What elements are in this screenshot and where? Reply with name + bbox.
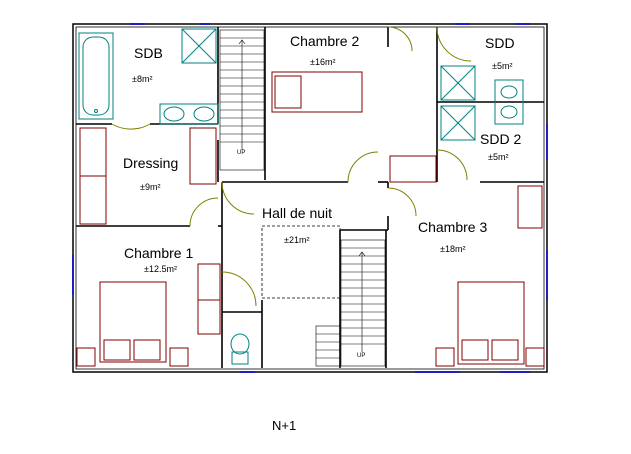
room-area-chambre-3: ±18m² [440, 244, 465, 254]
room-name-chambre-1: Chambre 1 [124, 245, 193, 261]
bed-chambre-1 [76, 281, 189, 367]
windows [72, 23, 548, 373]
door-swings [111, 26, 472, 307]
room-area-dressing: ±9m² [140, 182, 160, 192]
room-name-sdd: SDD [485, 35, 515, 51]
room-area-sdd: ±5m² [492, 61, 512, 71]
room-name-sdb: SDB [134, 45, 163, 61]
wardrobes [79, 127, 543, 335]
bed-chambre-2 [271, 71, 363, 113]
double-sink-sdb [159, 103, 219, 125]
toilet [230, 333, 250, 365]
stair-1-up-label: UP [237, 150, 245, 156]
staircase-1 [219, 29, 265, 171]
room-name-dressing: Dressing [123, 155, 178, 171]
room-name-hall: Hall de nuit [262, 205, 332, 221]
room-area-sdb: ±8m² [132, 74, 152, 84]
stair-2-up-label: UP [357, 353, 365, 359]
room-area-chambre-2: ±16m² [310, 57, 335, 67]
room-area-hall: ±21m² [284, 235, 309, 245]
exterior-walls [72, 23, 548, 373]
room-name-chambre-3: Chambre 3 [418, 219, 487, 235]
room-name-sdd-2: SDD 2 [480, 131, 521, 147]
shower-sdd [440, 65, 476, 101]
bed-chambre-3 [435, 281, 545, 367]
floor-level-label: N+1 [272, 418, 296, 433]
room-name-chambre-2: Chambre 2 [290, 33, 359, 49]
bathtub [78, 32, 114, 120]
double-sink-sdd [494, 79, 524, 125]
room-area-sdd-2: ±5m² [488, 152, 508, 162]
staircase-2 [315, 239, 386, 367]
shower-sdd2 [440, 105, 476, 141]
shower-sdb [181, 28, 217, 64]
room-area-chambre-1: ±12.5m² [144, 264, 177, 274]
